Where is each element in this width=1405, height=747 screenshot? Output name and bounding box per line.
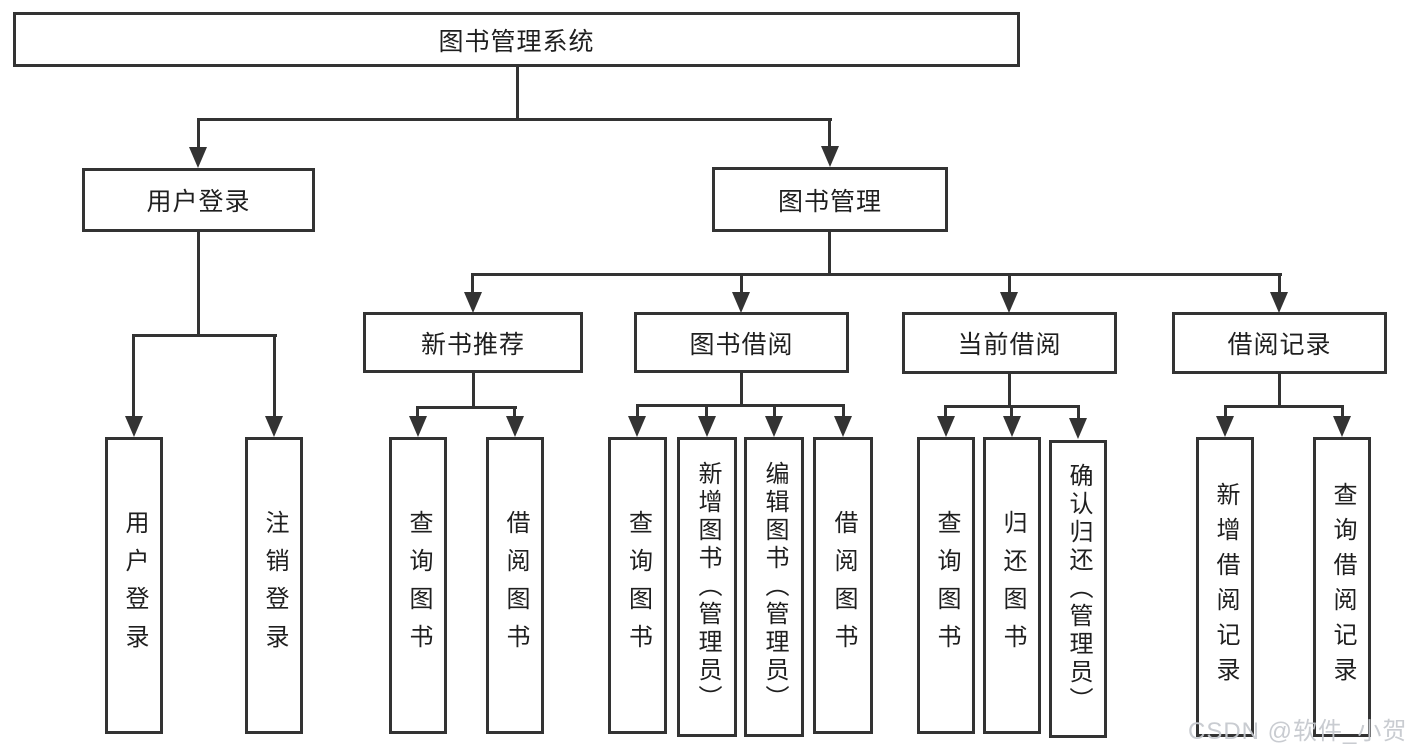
connector-arm-borrowing bbox=[740, 273, 743, 295]
arrowhead-records bbox=[1270, 292, 1288, 313]
connector-borrowing-stem bbox=[740, 373, 743, 407]
leaf-cu-confirm-return-admin: 确认归还（管理员） bbox=[1049, 440, 1107, 738]
connector-arm-book-mgmt bbox=[828, 118, 831, 147]
leaf-logout-label: 注销登录 bbox=[261, 509, 288, 662]
arrowhead-bw-edit bbox=[765, 416, 783, 437]
arrowhead-current bbox=[1000, 292, 1018, 313]
connector-arm-logout bbox=[273, 334, 276, 419]
connector-arm-new-books bbox=[471, 273, 474, 295]
leaf-bw-borrow-books: 借阅图书 bbox=[813, 437, 873, 734]
leaf-cu-confirm-return-admin-label: 确认归还（管理员） bbox=[1065, 463, 1092, 715]
leaf-rc-add-record-label: 新增借阅记录 bbox=[1212, 482, 1239, 692]
node-book-mgmt: 图书管理 bbox=[712, 167, 948, 232]
connector-arm-nb-query bbox=[416, 406, 419, 419]
node-root: 图书管理系统 bbox=[13, 12, 1020, 67]
connector-records-stem bbox=[1278, 374, 1281, 408]
arrowhead-nb-query bbox=[409, 416, 427, 437]
leaf-rc-query-record: 查询借阅记录 bbox=[1313, 437, 1371, 737]
arrowhead-book-mgmt bbox=[821, 146, 839, 167]
leaf-nb-query-books: 查询图书 bbox=[389, 437, 447, 734]
connector-current-stem bbox=[1008, 374, 1011, 408]
node-records-label: 借阅记录 bbox=[1227, 331, 1332, 359]
node-user-login-label: 用户登录 bbox=[146, 188, 251, 216]
connector-arm-bw-add bbox=[705, 404, 708, 419]
arrowhead-rc-query bbox=[1333, 416, 1351, 437]
leaf-bw-add-books-admin-label: 新增图书（管理员） bbox=[694, 461, 721, 713]
leaf-nb-borrow-books: 借阅图书 bbox=[486, 437, 544, 734]
leaf-rc-query-record-label: 查询借阅记录 bbox=[1329, 482, 1356, 692]
node-records: 借阅记录 bbox=[1172, 312, 1387, 374]
node-current-label: 当前借阅 bbox=[957, 331, 1062, 359]
arrowhead-logout bbox=[265, 416, 283, 437]
connector-arm-rc-query bbox=[1341, 405, 1344, 419]
connector-arm-cu-confirm bbox=[1077, 405, 1080, 419]
node-book-mgmt-label: 图书管理 bbox=[777, 187, 882, 216]
node-current: 当前借阅 bbox=[902, 312, 1117, 374]
arrowhead-nb-borrow bbox=[506, 416, 524, 437]
leaf-bw-query-books-label: 查询图书 bbox=[624, 509, 652, 662]
leaf-cu-query-books: 查询图书 bbox=[917, 437, 975, 734]
arrowhead-bw-add bbox=[698, 416, 716, 437]
leaf-nb-borrow-books-label: 借阅图书 bbox=[502, 509, 529, 662]
connector-arm-rc-add bbox=[1224, 405, 1227, 419]
connector-arm-user-login bbox=[197, 118, 200, 148]
connector-arm-nb-borrow bbox=[513, 406, 516, 419]
connector-user-login-stem bbox=[197, 232, 200, 337]
connector-user-login-rail bbox=[133, 334, 277, 337]
connector-arm-bw-query bbox=[636, 404, 639, 419]
connector-new-books-stem bbox=[472, 373, 475, 409]
leaf-nb-query-books-label: 查询图书 bbox=[405, 509, 432, 662]
connector-arm-login bbox=[132, 334, 135, 419]
connector-arm-current bbox=[1008, 273, 1011, 295]
connector-arm-bw-edit bbox=[773, 404, 776, 419]
arrowhead-cu-query bbox=[937, 416, 955, 437]
leaf-logout: 注销登录 bbox=[245, 437, 303, 734]
arrowhead-cu-confirm bbox=[1069, 418, 1087, 439]
arrowhead-user-login bbox=[189, 147, 207, 168]
arrowhead-new-books bbox=[464, 292, 482, 313]
node-new-books: 新书推荐 bbox=[363, 312, 583, 373]
connector-arm-cu-return bbox=[1010, 405, 1013, 419]
connector-borrowing-rail bbox=[636, 404, 845, 407]
arrowhead-login bbox=[125, 416, 143, 437]
connector-arm-records bbox=[1278, 273, 1281, 295]
leaf-cu-return-books-label: 归还图书 bbox=[999, 509, 1026, 662]
arrowhead-borrowing bbox=[732, 292, 750, 313]
node-borrowing: 图书借阅 bbox=[634, 312, 849, 373]
connector-book-mgmt-stem bbox=[828, 232, 831, 276]
node-user-login: 用户登录 bbox=[82, 168, 315, 232]
leaf-user-login: 用户登录 bbox=[105, 437, 163, 734]
csdn-watermark: CSDN @软件_小贺同学 bbox=[1188, 718, 1405, 745]
connector-records-rail bbox=[1224, 405, 1344, 408]
connector-new-books-rail bbox=[417, 406, 517, 409]
arrowhead-bw-borrow bbox=[834, 416, 852, 437]
leaf-rc-add-record: 新增借阅记录 bbox=[1196, 437, 1254, 737]
arrowhead-bw-query bbox=[628, 416, 646, 437]
arrowhead-rc-add bbox=[1216, 416, 1234, 437]
arrowhead-cu-return bbox=[1003, 416, 1021, 437]
leaf-bw-borrow-books-label: 借阅图书 bbox=[830, 509, 857, 662]
leaf-bw-edit-books-admin-label: 编辑图书（管理员） bbox=[761, 461, 788, 713]
connector-level2-rail bbox=[197, 118, 832, 121]
connector-arm-cu-query bbox=[944, 405, 947, 419]
connector-arm-bw-borrow bbox=[842, 404, 845, 419]
node-new-books-label: 新书推荐 bbox=[420, 330, 525, 359]
leaf-bw-add-books-admin: 新增图书（管理员） bbox=[677, 437, 737, 737]
connector-root-stem bbox=[516, 66, 519, 120]
leaf-cu-query-books-label: 查询图书 bbox=[933, 509, 960, 662]
leaf-bw-edit-books-admin: 编辑图书（管理员） bbox=[744, 437, 804, 737]
leaf-bw-query-books: 查询图书 bbox=[608, 437, 667, 734]
node-borrowing-label: 图书借阅 bbox=[689, 330, 794, 359]
connector-level3-rail bbox=[472, 273, 1282, 276]
node-root-label: 图书管理系统 bbox=[438, 27, 595, 56]
leaf-cu-return-books: 归还图书 bbox=[983, 437, 1041, 734]
leaf-user-login-label: 用户登录 bbox=[121, 509, 148, 662]
